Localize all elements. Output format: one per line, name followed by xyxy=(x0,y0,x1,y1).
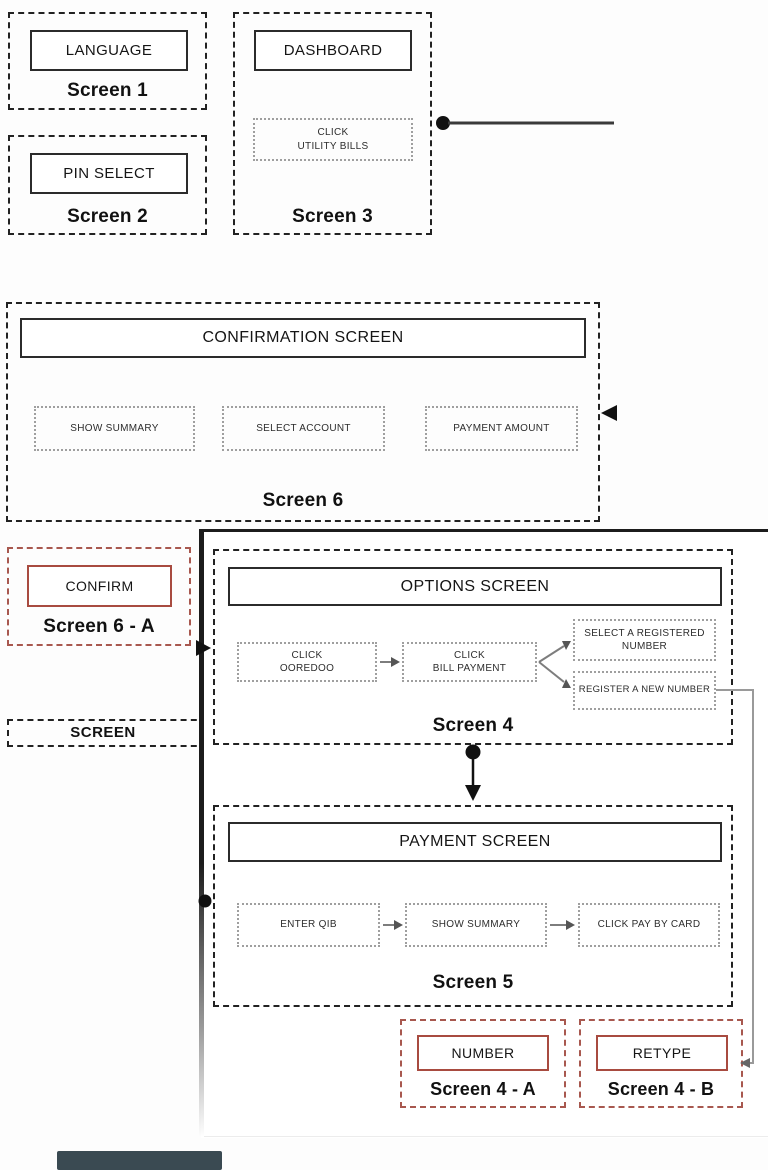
screen6-select-account-node: SELECT ACCOUNT xyxy=(222,406,385,451)
screen6a-confirm-node: CONFIRM xyxy=(27,565,172,607)
screen6-label: Screen 6 xyxy=(262,490,344,511)
screen4-select-registered-number-node: SELECT A REGISTERED NUMBER xyxy=(573,619,716,661)
screen2-label: Screen 2 xyxy=(67,206,148,227)
screen3-frame xyxy=(233,12,432,235)
screen6-in-arrowhead-icon xyxy=(601,405,617,421)
screen3-click-utility-bills-node: CLICK UTILITY BILLS xyxy=(253,118,413,161)
caption-bar xyxy=(57,1151,222,1170)
screen4-label: Screen 4 xyxy=(432,715,514,736)
connector-dot-icon xyxy=(436,116,450,130)
screen6-payment-amount-node: PAYMENT AMOUNT xyxy=(425,406,578,451)
screen5-show-summary-node: SHOW SUMMARY xyxy=(405,903,547,947)
flow-container-top-border xyxy=(199,529,768,532)
screen6a-label: Screen 6 - A xyxy=(43,616,155,637)
screen4-options-node: OPTIONS SCREEN xyxy=(228,567,722,606)
screen4-register-new-number-node: REGISTER A NEW NUMBER xyxy=(573,671,716,710)
screen1-language-node: LANGUAGE xyxy=(30,30,188,71)
screen6a-frame xyxy=(7,547,191,646)
screen6-confirmation-node: CONFIRMATION SCREEN xyxy=(20,318,586,358)
screen2-frame xyxy=(8,135,207,235)
screen5-enter-qib-node: ENTER QIB xyxy=(237,903,380,947)
flow-container-bottom-edge xyxy=(204,1136,768,1137)
screen6-frame xyxy=(6,302,600,522)
screen5-payment-node: PAYMENT SCREEN xyxy=(228,822,722,862)
screen4b-label: Screen 4 - B xyxy=(607,1079,715,1099)
screen4b-retype-node: RETYPE xyxy=(596,1035,728,1071)
screen4a-frame xyxy=(400,1019,566,1108)
screen4-frame xyxy=(213,549,733,745)
screen6-show-summary-node: SHOW SUMMARY xyxy=(34,406,195,451)
screen2-pinselect-node: PIN SELECT xyxy=(30,153,188,194)
screen1-label: Screen 1 xyxy=(67,80,148,101)
screen5-click-pay-by-card-node: CLICK PAY BY CARD xyxy=(578,903,720,947)
screen5-label: Screen 5 xyxy=(432,972,514,993)
screen3-label: Screen 3 xyxy=(292,206,373,227)
screen1-frame xyxy=(8,12,207,110)
screen4a-number-node: NUMBER xyxy=(417,1035,549,1071)
screen-partial-label: SCREEN xyxy=(70,724,136,741)
screen4-click-ooredoo-node: CLICK OOREDOO xyxy=(237,642,377,682)
flow-container-left-border xyxy=(199,529,204,1137)
screen4-click-bill-payment-node: CLICK BILL PAYMENT xyxy=(402,642,537,682)
screen3-dashboard-node: DASHBOARD xyxy=(254,30,412,71)
screen3-out-connector xyxy=(436,116,614,130)
screen4a-label: Screen 4 - A xyxy=(430,1079,536,1099)
